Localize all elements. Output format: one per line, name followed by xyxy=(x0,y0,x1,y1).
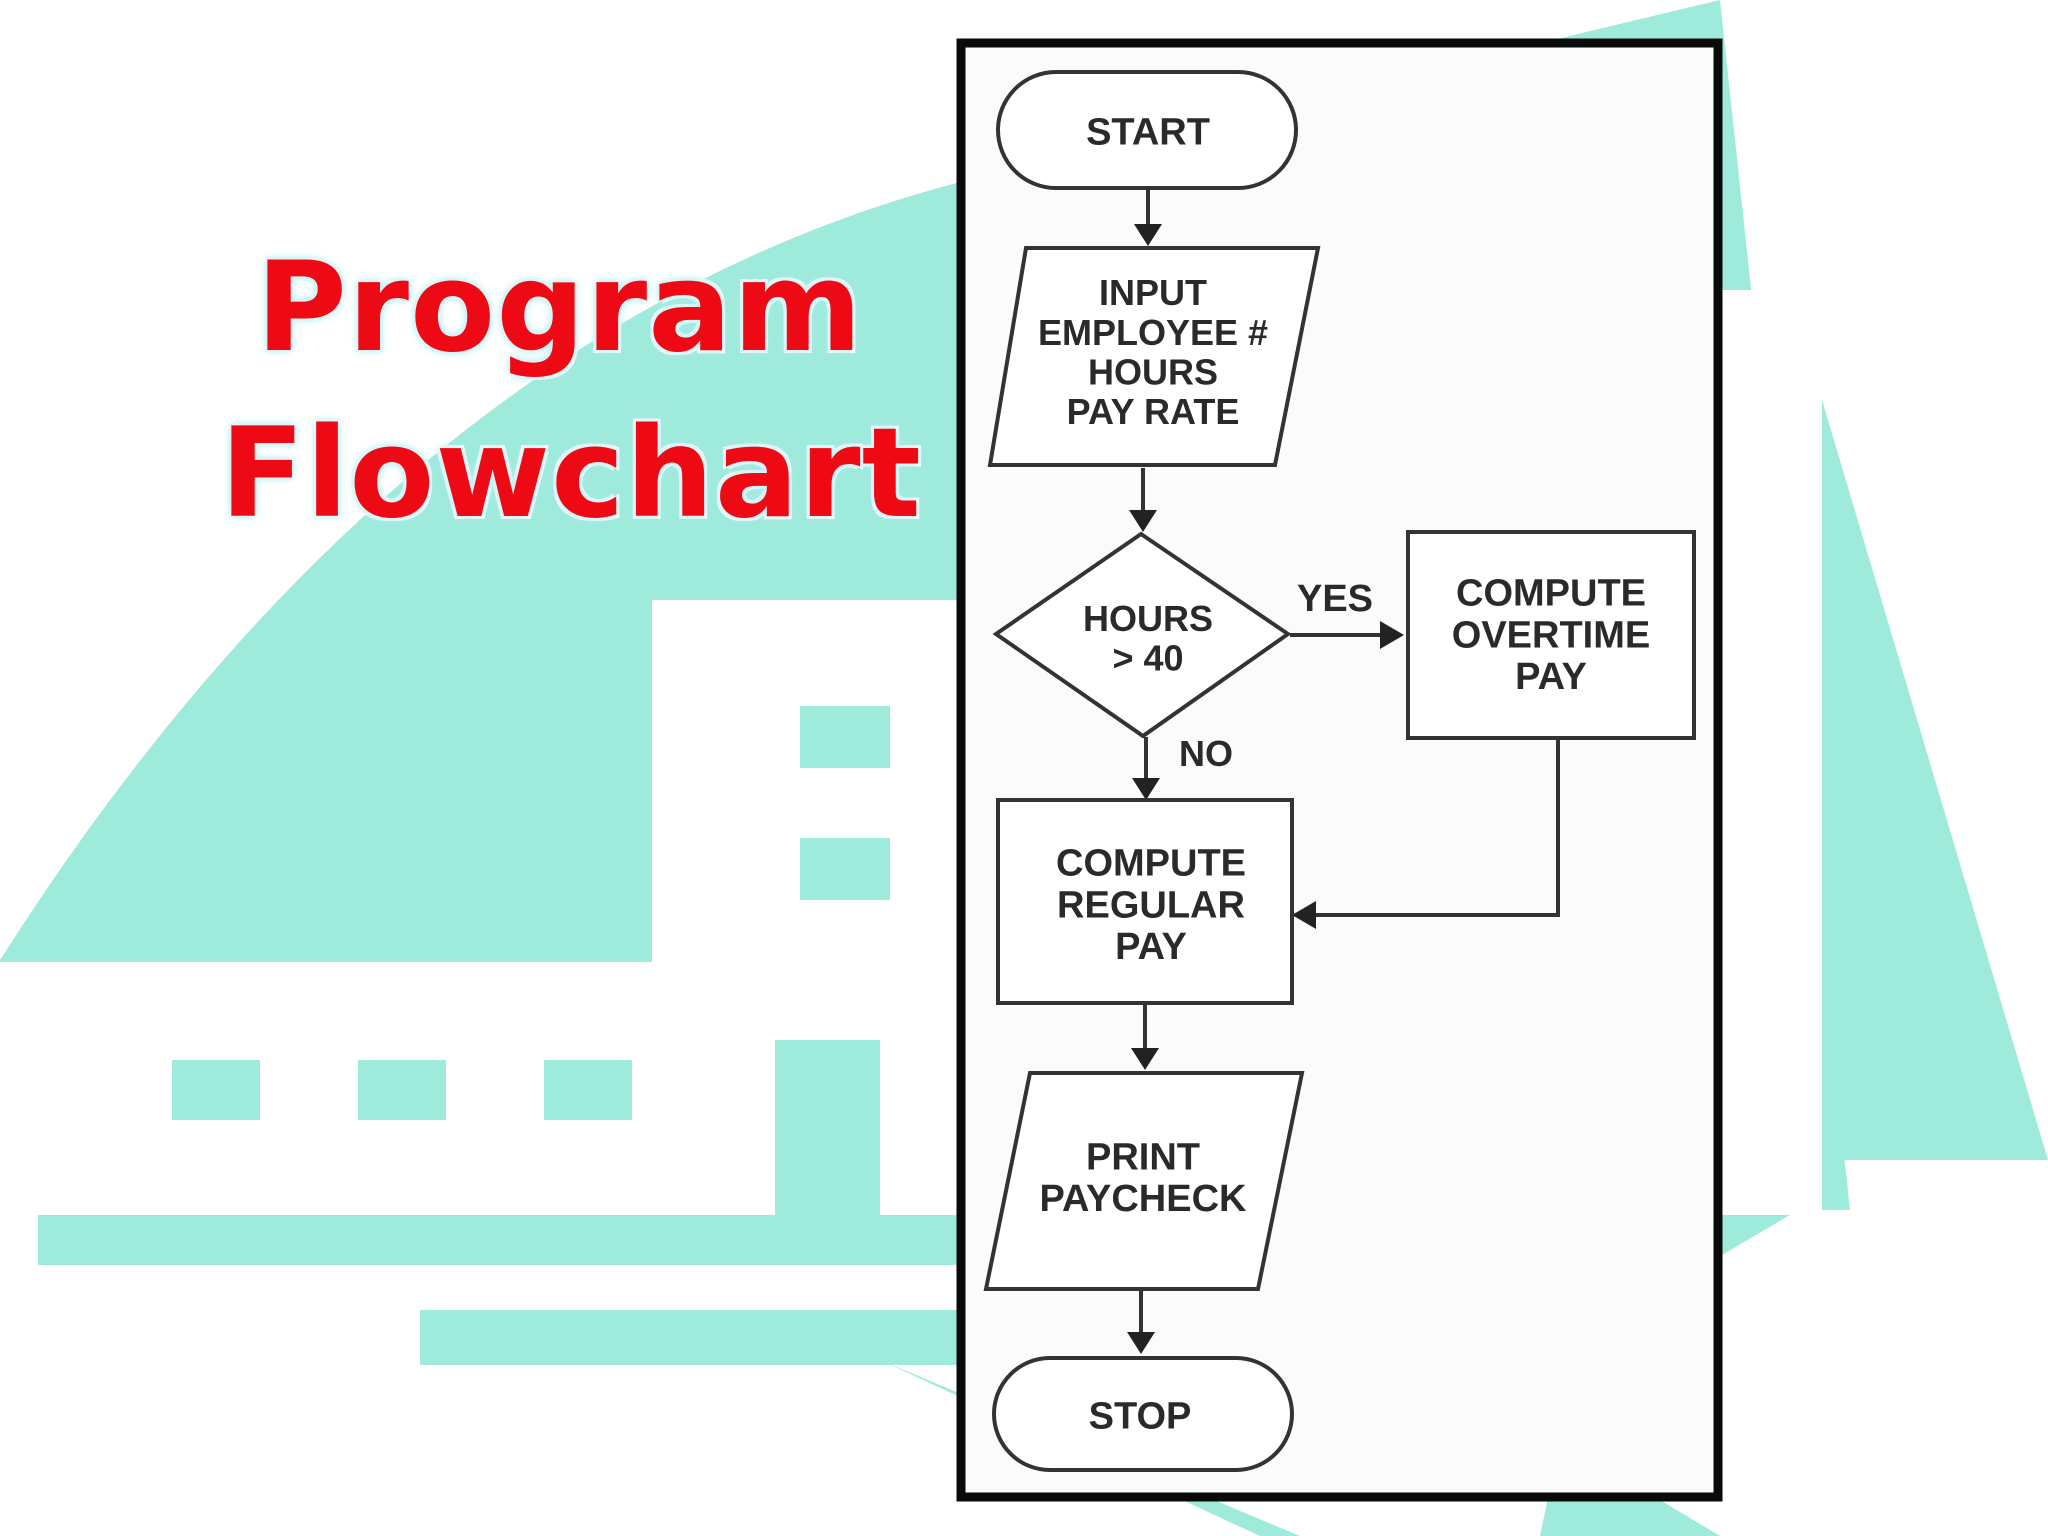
teal-right-triangle xyxy=(1822,400,2048,1160)
no-label: NO xyxy=(1179,733,1233,774)
teal-pillar xyxy=(775,1040,880,1220)
print-label-line: PRINT xyxy=(1086,1136,1200,1178)
decision-label-line: > 40 xyxy=(1112,637,1183,678)
white-right-wall xyxy=(1718,290,1822,1210)
overtime-label-line: PAY xyxy=(1515,656,1587,698)
arrowhead xyxy=(1134,224,1162,246)
arrowhead xyxy=(1127,1332,1155,1354)
io-shape xyxy=(987,246,1321,467)
slide-title-line-2: Flowchart xyxy=(220,402,922,546)
decision-label: HOURS> 40 xyxy=(1083,598,1213,679)
regular-label-line: REGULAR xyxy=(1057,884,1245,926)
hours-decision: HOURS> 40 xyxy=(992,531,1292,739)
arrowheads xyxy=(1127,224,1404,1354)
input-label-line: INPUT xyxy=(1099,272,1207,313)
print-label-line: PAYCHECK xyxy=(1040,1178,1247,1220)
arrowhead xyxy=(1380,621,1404,649)
io-shape xyxy=(983,1071,1305,1291)
teal-stripe xyxy=(1710,1215,1790,1262)
teal-window xyxy=(800,706,890,768)
slide-title-line-1: Program xyxy=(256,236,864,380)
input-label-line: HOURS xyxy=(1088,351,1218,392)
yes-label: YES xyxy=(1297,578,1373,620)
teal-stripe xyxy=(38,1215,1038,1265)
arrowhead xyxy=(1292,901,1316,929)
connector-overtime-regular xyxy=(1300,740,1560,917)
arrowhead xyxy=(1129,510,1157,532)
terminal-shape xyxy=(996,70,1298,190)
start-terminal: START xyxy=(996,70,1298,190)
input-label-line: PAY RATE xyxy=(1067,391,1240,432)
teal-stripe xyxy=(420,1310,1040,1365)
overtime-label-line: OVERTIME xyxy=(1452,614,1650,656)
stop-label: STOP xyxy=(1089,1395,1192,1437)
arrowhead xyxy=(1132,778,1160,800)
stop-terminal: STOP xyxy=(992,1356,1294,1472)
start-label-line: START xyxy=(1086,111,1210,153)
terminal-shape xyxy=(992,1356,1294,1472)
process-shape xyxy=(1406,530,1696,740)
stop-label-line: STOP xyxy=(1089,1395,1192,1437)
decision-shape xyxy=(992,531,1292,739)
teal-window xyxy=(172,1060,260,1120)
arrowhead xyxy=(1131,1048,1159,1070)
overtime-label-line: COMPUTE xyxy=(1456,573,1646,615)
teal-window xyxy=(544,1060,632,1120)
start-label: START xyxy=(1086,111,1210,153)
regular-label-line: PAY xyxy=(1115,926,1187,968)
decision-label-line: HOURS xyxy=(1083,598,1213,639)
regular-label-line: COMPUTE xyxy=(1056,843,1246,885)
teal-window xyxy=(358,1060,446,1120)
process-shape xyxy=(996,798,1294,1005)
input-label-line: EMPLOYEE # xyxy=(1038,312,1268,353)
teal-window xyxy=(800,838,890,900)
